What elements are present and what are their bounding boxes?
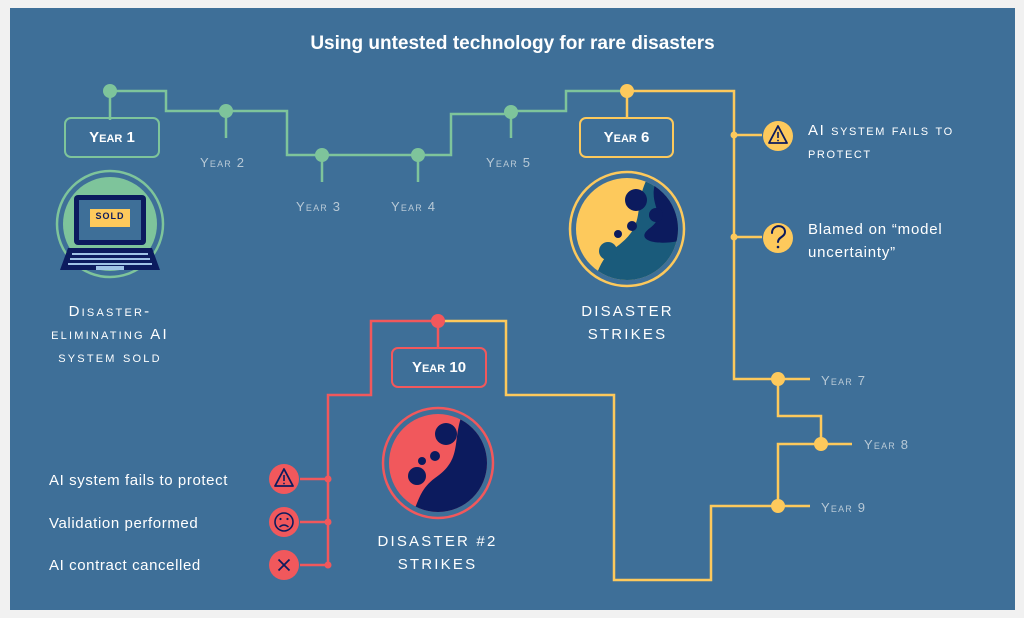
node-year9 — [771, 499, 785, 513]
year10-box: Year 10 — [391, 347, 487, 388]
warning-icon — [763, 121, 793, 151]
year4-label: Year 4 — [391, 199, 437, 214]
node-year1 — [103, 84, 117, 98]
laptop-icon — [55, 169, 165, 279]
event-fail-2: AI system fails to protect — [49, 472, 228, 489]
sad-face-icon — [269, 507, 299, 537]
year9-label: Year 9 — [821, 500, 867, 515]
node-year2 — [219, 104, 233, 118]
timeline-green-path — [110, 89, 627, 157]
year7-label: Year 7 — [821, 373, 867, 388]
year1-box: Year 1 — [64, 117, 160, 158]
timeline-yellow-path — [438, 89, 823, 582]
warning-icon-red — [269, 464, 299, 494]
sold-caption: Disaster-eliminating AI system sold — [51, 303, 169, 366]
year2-label: Year 2 — [200, 155, 246, 170]
node-year6 — [620, 84, 634, 98]
year6-box: Year 6 — [579, 117, 674, 158]
timeline-red-path — [326, 319, 438, 565]
disaster-icon-2 — [381, 406, 495, 520]
infographic-panel: Using untested technology for rare disas… — [10, 8, 1015, 610]
question-icon — [763, 223, 793, 253]
node-year3 — [315, 148, 329, 162]
disaster-icon-1 — [568, 170, 686, 288]
node-year5 — [504, 105, 518, 119]
node-year7 — [771, 372, 785, 386]
event-validation: Validation performed — [49, 515, 199, 532]
node-year10 — [431, 314, 445, 328]
year3-label: Year 3 — [296, 199, 342, 214]
event-blamed: Blamed on “model uncertainty” — [808, 221, 943, 261]
timeline-graphic — [55, 84, 852, 582]
year8-label: Year 8 — [864, 437, 910, 452]
sold-badge: SOLD — [95, 211, 125, 221]
diagram-title: Using untested technology for rare disas… — [310, 33, 715, 54]
disaster2-caption: Disaster #2 strikes — [377, 533, 498, 573]
node-year8 — [814, 437, 828, 451]
node-year4 — [411, 148, 425, 162]
disaster1-caption: Disaster strikes — [581, 303, 674, 343]
event-fail-1: AI system fails to protect — [808, 122, 954, 162]
close-icon — [269, 550, 299, 580]
year5-label: Year 5 — [486, 155, 532, 170]
event-cancelled: AI contract cancelled — [49, 557, 201, 574]
